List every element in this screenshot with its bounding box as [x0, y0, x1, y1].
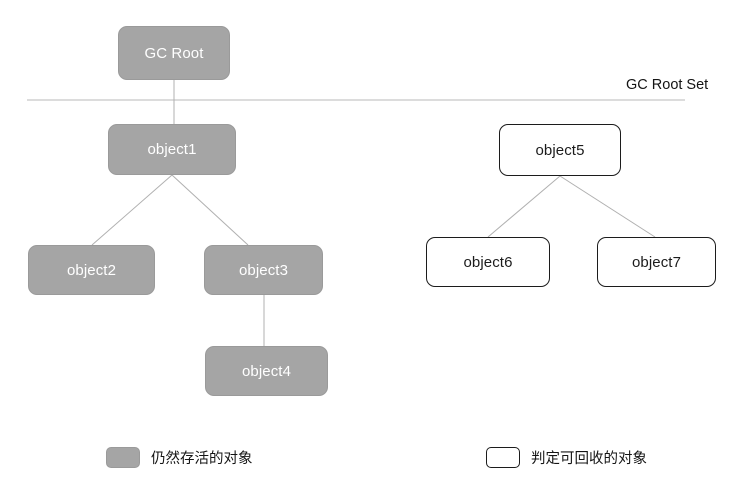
legend-item-alive: 仍然存活的对象	[106, 447, 253, 468]
node-object5[interactable]: object5	[499, 124, 621, 176]
node-label: GC Root	[144, 44, 204, 62]
node-label: object5	[535, 141, 585, 159]
node-object4[interactable]: object4	[205, 346, 328, 396]
node-object2[interactable]: object2	[28, 245, 155, 295]
node-object7[interactable]: object7	[597, 237, 716, 287]
node-label: object7	[631, 253, 682, 271]
node-label: object4	[241, 362, 292, 380]
node-label: object6	[463, 253, 513, 271]
gc-root-set-label: GC Root Set	[626, 77, 709, 93]
edge-object1-to-object3	[171, 174, 249, 246]
legend-swatch-alive	[106, 447, 140, 468]
node-label: object1	[147, 141, 197, 158]
node-object1[interactable]: object1	[108, 124, 236, 175]
node-object3[interactable]: object3	[204, 245, 323, 295]
edge-object5-to-object7	[559, 175, 656, 238]
node-label: object3	[238, 261, 289, 279]
legend-item-garbage: 判定可回收的对象	[486, 447, 647, 468]
edge-object1-to-object2	[91, 174, 173, 246]
edge-object5-to-object6	[487, 175, 561, 238]
legend-label: 仍然存活的对象	[151, 451, 253, 467]
node-gcroot[interactable]: GC Root	[118, 26, 230, 80]
legend-swatch-garbage	[486, 447, 520, 468]
node-object6[interactable]: object6	[426, 237, 550, 287]
legend-label: 判定可回收的对象	[531, 451, 647, 467]
node-label: object2	[66, 261, 117, 279]
